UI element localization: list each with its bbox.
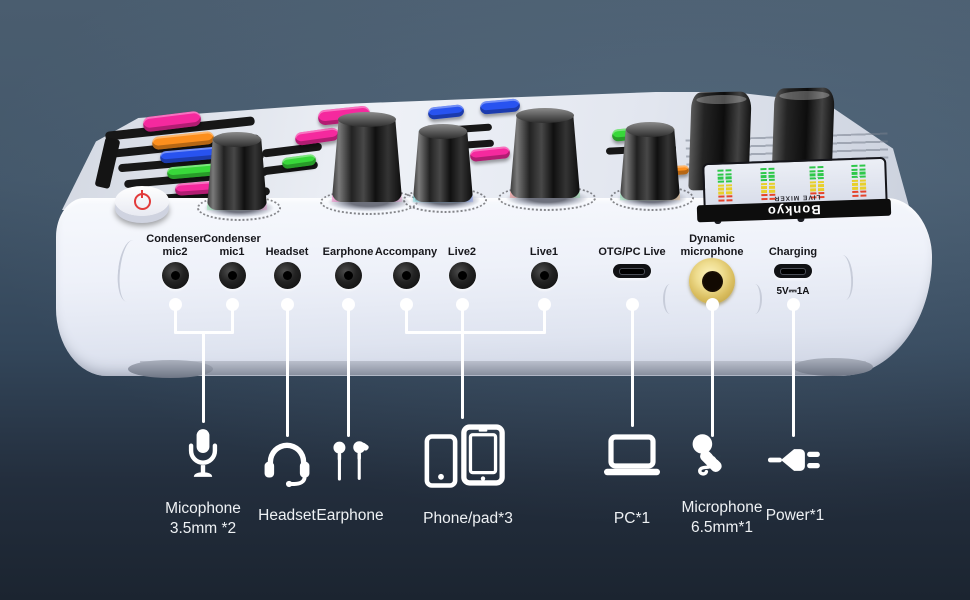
callout-line	[173, 331, 234, 334]
mixer-knob	[497, 106, 597, 211]
brand-logo: Bonkyo	[766, 202, 822, 219]
callout-line	[404, 306, 408, 334]
device-foot	[128, 360, 213, 378]
phone-icon	[424, 434, 458, 493]
port-label: Charging	[768, 245, 818, 258]
legend-label-earphone: Earphone	[316, 507, 384, 524]
callout-line	[710, 306, 714, 437]
power-plug-icon	[767, 440, 823, 485]
jack-3.5mm-icon	[218, 262, 246, 289]
callout-line	[791, 306, 795, 437]
port-label: Condenser mic2	[146, 233, 204, 258]
callout-dot	[280, 298, 294, 311]
callout-line	[630, 306, 634, 427]
callout-line	[201, 333, 205, 423]
device-foot	[793, 358, 873, 376]
legend-label-power: Power*1	[765, 507, 825, 524]
panel-seam	[748, 284, 762, 314]
callout-line	[346, 306, 350, 437]
legend-label-microphone: Micophone 3.5mm *2	[165, 500, 241, 537]
legend-label-phone-pad: Phone/pad*3	[423, 510, 513, 527]
callout-dot	[537, 298, 551, 311]
handheld-microphone-icon	[686, 430, 738, 487]
legend-label-pc: PC*1	[613, 510, 651, 527]
callout-dot	[399, 298, 413, 311]
callout-line	[173, 306, 177, 334]
mixer-knob	[319, 110, 419, 215]
callout-dot	[168, 298, 182, 311]
power-icon	[133, 189, 151, 210]
power-button	[115, 186, 169, 216]
callout-line	[404, 331, 546, 334]
port-label: Live2	[447, 245, 477, 258]
callout-dot	[625, 298, 639, 311]
mixer-knob	[402, 122, 488, 213]
earphone-icon	[325, 437, 375, 494]
callout-dot	[705, 298, 719, 311]
microphone-icon	[181, 424, 225, 487]
mixer-knob	[609, 120, 695, 211]
callout-line	[285, 306, 289, 437]
callout-line	[230, 306, 234, 334]
legend-label-microphone-65: Microphone 6.5mm*1	[681, 499, 763, 536]
usb-c-port-icon	[774, 264, 812, 278]
jack-3.5mm-icon	[273, 262, 301, 289]
jack-6.5mm-icon	[689, 258, 735, 304]
headset-icon	[260, 438, 314, 493]
jack-3.5mm-icon	[334, 262, 362, 289]
legend-label-headset: Headset	[258, 507, 316, 524]
jack-3.5mm-icon	[392, 262, 420, 289]
callout-line	[460, 306, 464, 334]
port-label: OTG/PC Live	[598, 245, 666, 258]
device-bottom-shadow	[140, 361, 866, 375]
port-label: Condenser mic1	[203, 233, 261, 258]
callout-dot	[225, 298, 239, 311]
port-label: Dynamic microphone	[680, 233, 744, 258]
mixer-knob	[196, 130, 282, 221]
tablet-icon	[461, 424, 505, 491]
usb-c-port-icon	[613, 264, 651, 278]
jack-3.5mm-icon	[530, 262, 558, 289]
pc-icon	[602, 434, 662, 483]
callout-dot	[455, 298, 469, 311]
jack-3.5mm-icon	[161, 262, 189, 289]
jack-3.5mm-icon	[448, 262, 476, 289]
charging-spec: 5V⎓1A	[776, 286, 810, 297]
panel-seam	[663, 284, 677, 314]
callout-line	[542, 306, 546, 334]
port-label: Accompany	[374, 245, 438, 258]
callout-dot	[786, 298, 800, 311]
meter-column	[850, 164, 867, 201]
callout-dot	[341, 298, 355, 311]
port-label: Headset	[265, 245, 309, 258]
callout-line	[460, 333, 464, 419]
port-label: Live1	[529, 245, 559, 258]
meter-column	[716, 169, 733, 206]
port-label: Earphone	[322, 245, 374, 258]
